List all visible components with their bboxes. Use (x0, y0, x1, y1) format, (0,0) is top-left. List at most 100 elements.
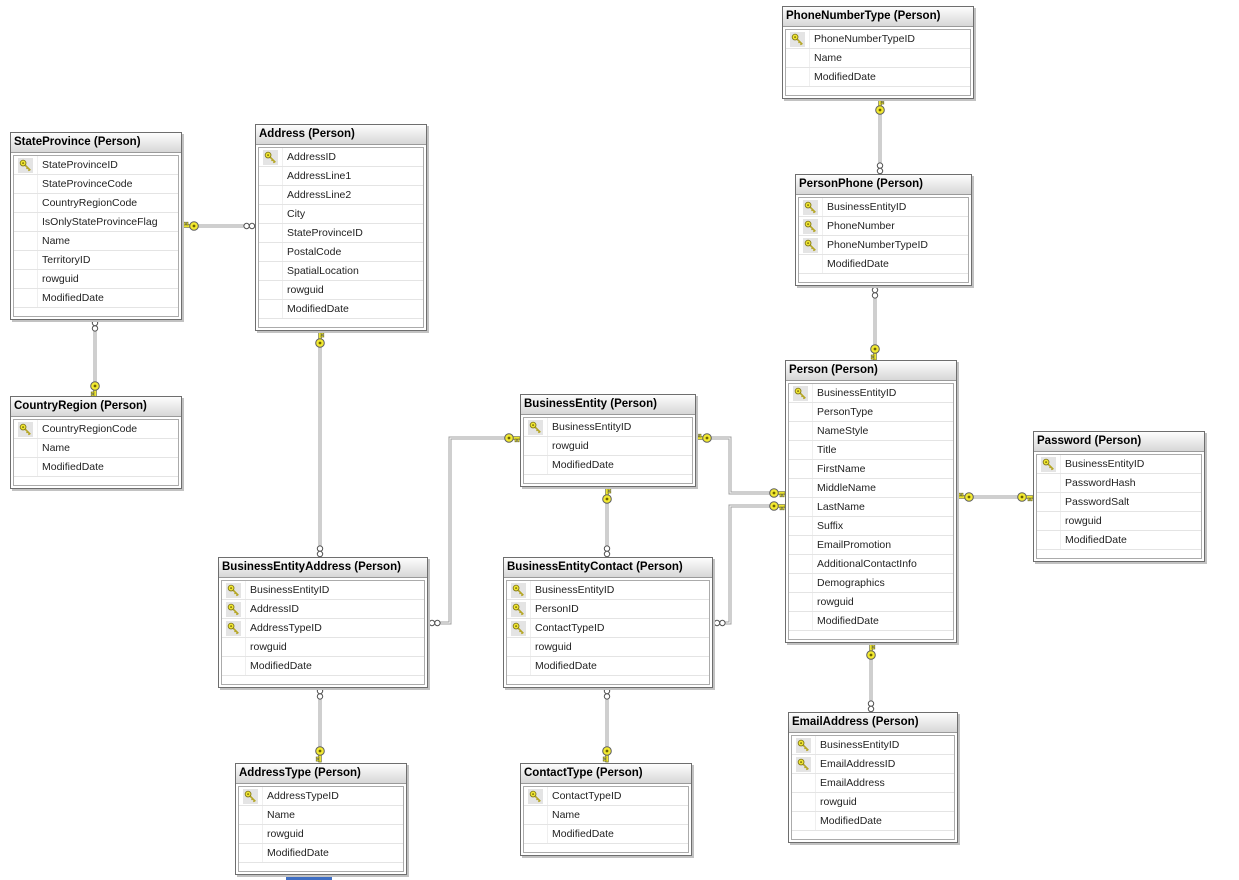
column-row[interactable]: rowguid (1037, 512, 1201, 531)
relationship-connector[interactable] (713, 501, 786, 627)
relationship-connector[interactable] (602, 687, 612, 763)
column-row[interactable]: PasswordHash (1037, 474, 1201, 493)
column-row[interactable]: AdditionalContactInfo (789, 555, 953, 574)
relationship-connector[interactable] (957, 492, 1034, 502)
table-businessentityaddress[interactable]: BusinessEntityAddress (Person) BusinessEn… (218, 557, 428, 688)
table-header-phonenumbertype[interactable]: PhoneNumberType (Person) (783, 7, 973, 27)
table-header-contacttype[interactable]: ContactType (Person) (521, 764, 691, 784)
column-row[interactable]: rowguid (222, 638, 424, 657)
column-row[interactable]: Name (786, 49, 970, 68)
column-row[interactable]: BusinessEntityID (799, 198, 968, 217)
table-header-personphone[interactable]: PersonPhone (Person) (796, 175, 971, 195)
column-row[interactable]: ModifiedDate (222, 657, 424, 676)
column-row[interactable]: ModifiedDate (14, 458, 178, 477)
column-row[interactable]: Title (789, 441, 953, 460)
column-row[interactable]: BusinessEntityID (1037, 455, 1201, 474)
column-row[interactable]: FirstName (789, 460, 953, 479)
column-row[interactable]: Name (14, 439, 178, 458)
column-row[interactable]: PhoneNumberTypeID (799, 236, 968, 255)
column-row[interactable]: City (259, 205, 423, 224)
column-row[interactable]: TerritoryID (14, 251, 178, 270)
column-row[interactable]: PhoneNumber (799, 217, 968, 236)
column-row[interactable]: ModifiedDate (507, 657, 709, 676)
column-row[interactable]: PasswordSalt (1037, 493, 1201, 512)
column-row[interactable]: ModifiedDate (239, 844, 403, 863)
table-phonenumbertype[interactable]: PhoneNumberType (Person) PhoneNumberTypeI… (782, 6, 974, 99)
column-row[interactable]: AddressLine1 (259, 167, 423, 186)
column-row[interactable]: ModifiedDate (1037, 531, 1201, 550)
column-row[interactable]: AddressTypeID (222, 619, 424, 638)
column-row[interactable]: BusinessEntityID (524, 418, 692, 437)
table-header-stateprovince[interactable]: StateProvince (Person) (11, 133, 181, 153)
column-row[interactable]: EmailPromotion (789, 536, 953, 555)
column-row[interactable]: MiddleName (789, 479, 953, 498)
relationship-connector[interactable] (870, 286, 880, 361)
column-row[interactable]: ContactTypeID (507, 619, 709, 638)
table-header-person[interactable]: Person (Person) (786, 361, 956, 381)
column-row[interactable]: rowguid (259, 281, 423, 300)
column-row[interactable]: PersonType (789, 403, 953, 422)
column-row[interactable]: ModifiedDate (799, 255, 968, 274)
column-row[interactable]: BusinessEntityID (792, 736, 954, 755)
column-row[interactable]: LastName (789, 498, 953, 517)
column-row[interactable]: ModifiedDate (14, 289, 178, 308)
table-header-address[interactable]: Address (Person) (256, 125, 426, 145)
column-row[interactable]: AddressID (222, 600, 424, 619)
relationship-connector[interactable] (602, 487, 612, 558)
column-row[interactable]: EmailAddressID (792, 755, 954, 774)
column-row[interactable]: BusinessEntityID (789, 384, 953, 403)
table-header-password[interactable]: Password (Person) (1034, 432, 1204, 452)
column-row[interactable]: CountryRegionCode (14, 194, 178, 213)
column-row[interactable]: StateProvinceCode (14, 175, 178, 194)
column-row[interactable]: ModifiedDate (786, 68, 970, 87)
column-row[interactable]: PersonID (507, 600, 709, 619)
table-businessentitycontact[interactable]: BusinessEntityContact (Person)BusinessEn… (503, 557, 713, 688)
column-row[interactable]: PhoneNumberTypeID (786, 30, 970, 49)
column-row[interactable]: AddressLine2 (259, 186, 423, 205)
column-row[interactable]: Name (14, 232, 178, 251)
table-header-businessentityaddress[interactable]: BusinessEntityAddress (Person) (219, 558, 427, 578)
relationship-connector[interactable] (875, 98, 885, 175)
column-row[interactable]: SpatialLocation (259, 262, 423, 281)
column-row[interactable]: ModifiedDate (259, 300, 423, 319)
relationship-connector[interactable] (866, 643, 876, 713)
column-row[interactable]: CountryRegionCode (14, 420, 178, 439)
column-row[interactable]: ModifiedDate (524, 456, 692, 475)
relationship-connector[interactable] (182, 221, 256, 231)
relationship-connector[interactable] (315, 331, 325, 558)
table-header-countryregion[interactable]: CountryRegion (Person) (11, 397, 181, 417)
table-header-addresstype[interactable]: AddressType (Person) (236, 764, 406, 784)
column-row[interactable]: Name (524, 806, 688, 825)
column-row[interactable]: IsOnlyStateProvinceFlag (14, 213, 178, 232)
relationship-connector[interactable] (315, 687, 325, 763)
column-row[interactable]: rowguid (14, 270, 178, 289)
column-row[interactable]: AddressTypeID (239, 787, 403, 806)
column-row[interactable]: Demographics (789, 574, 953, 593)
column-row[interactable]: rowguid (507, 638, 709, 657)
column-row[interactable]: ModifiedDate (789, 612, 953, 631)
column-row[interactable]: BusinessEntityID (222, 581, 424, 600)
column-row[interactable]: ContactTypeID (524, 787, 688, 806)
column-row[interactable]: BusinessEntityID (507, 581, 709, 600)
column-row[interactable]: ModifiedDate (792, 812, 954, 831)
column-row[interactable]: StateProvinceID (14, 156, 178, 175)
column-row[interactable]: NameStyle (789, 422, 953, 441)
column-row[interactable]: Name (239, 806, 403, 825)
table-header-businessentity[interactable]: BusinessEntity (Person) (521, 395, 695, 415)
column-row[interactable]: rowguid (789, 593, 953, 612)
column-row[interactable]: PostalCode (259, 243, 423, 262)
column-row[interactable]: AddressID (259, 148, 423, 167)
column-row[interactable]: rowguid (239, 825, 403, 844)
relationship-connector[interactable] (90, 319, 100, 398)
column-row[interactable]: EmailAddress (792, 774, 954, 793)
